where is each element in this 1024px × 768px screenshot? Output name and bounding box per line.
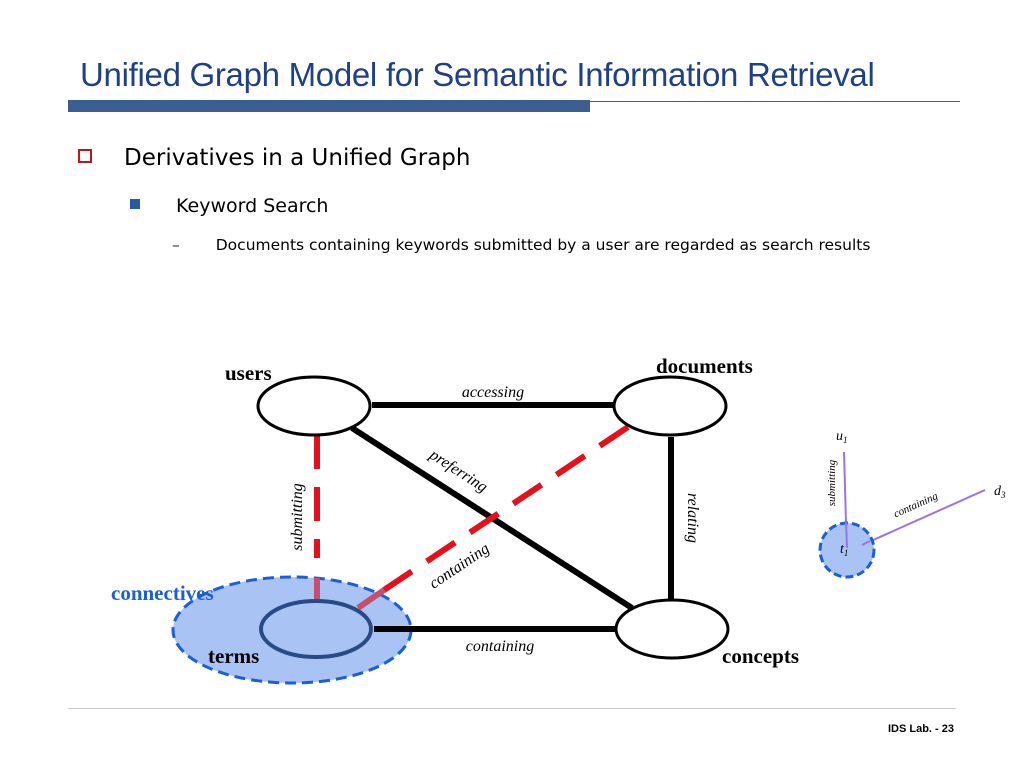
label-mini-containing: containing: [892, 490, 940, 520]
bullet-level-3: – Documents containing keywords submitted…: [172, 236, 870, 254]
label-preferring: preferring: [426, 446, 491, 496]
bullet-level-1-text: Derivatives in a Unified Graph: [124, 145, 471, 171]
label-u1: u1: [836, 429, 848, 445]
label-t1: t1: [840, 542, 848, 558]
label-containing-bottom: containing: [466, 638, 534, 655]
filled-square-bullet-icon: [130, 199, 140, 209]
mini-edge-containing: [861, 489, 986, 546]
footer-divider: [68, 708, 956, 709]
node-users: [256, 375, 372, 437]
label-concepts: concepts: [722, 644, 799, 668]
dash-bullet-icon: –: [172, 236, 180, 254]
label-relating: relating: [684, 493, 701, 543]
mini-edge-submitting-inside: [845, 521, 848, 549]
bullet-level-1: Derivatives in a Unified Graph: [78, 145, 470, 171]
hollow-square-bullet-icon: [78, 149, 92, 163]
label-mini-submitting: submitting: [826, 459, 838, 506]
label-users: users: [225, 361, 272, 385]
node-concepts: [614, 598, 730, 660]
mini-edge-containing-inside: [861, 540, 871, 546]
label-terms: terms: [208, 644, 259, 668]
bullet-level-2: Keyword Search: [130, 195, 328, 217]
edge-containing-diag: [382, 424, 630, 593]
title-underline-thin: [590, 101, 960, 102]
label-accessing: accessing: [462, 384, 524, 401]
bullet-level-3-text: Documents containing keywords submitted …: [215, 236, 871, 254]
label-connectives: connectives: [111, 581, 214, 605]
bullet-level-2-text: Keyword Search: [176, 195, 329, 217]
footer-page-label: IDS Lab. - 23: [887, 723, 954, 735]
node-documents: [612, 375, 728, 437]
label-containing-diag: containing: [426, 540, 492, 592]
slide-title: Unified Graph Model for Semantic Informa…: [80, 56, 875, 93]
label-d3: d3: [994, 484, 1006, 500]
node-terms: [259, 599, 373, 659]
edge-containing-inside: [356, 587, 386, 611]
mini-edge-submitting: [843, 451, 847, 523]
label-submitting: submitting: [289, 483, 306, 551]
label-documents: documents: [656, 354, 753, 378]
title-underline-bar: [68, 100, 590, 112]
